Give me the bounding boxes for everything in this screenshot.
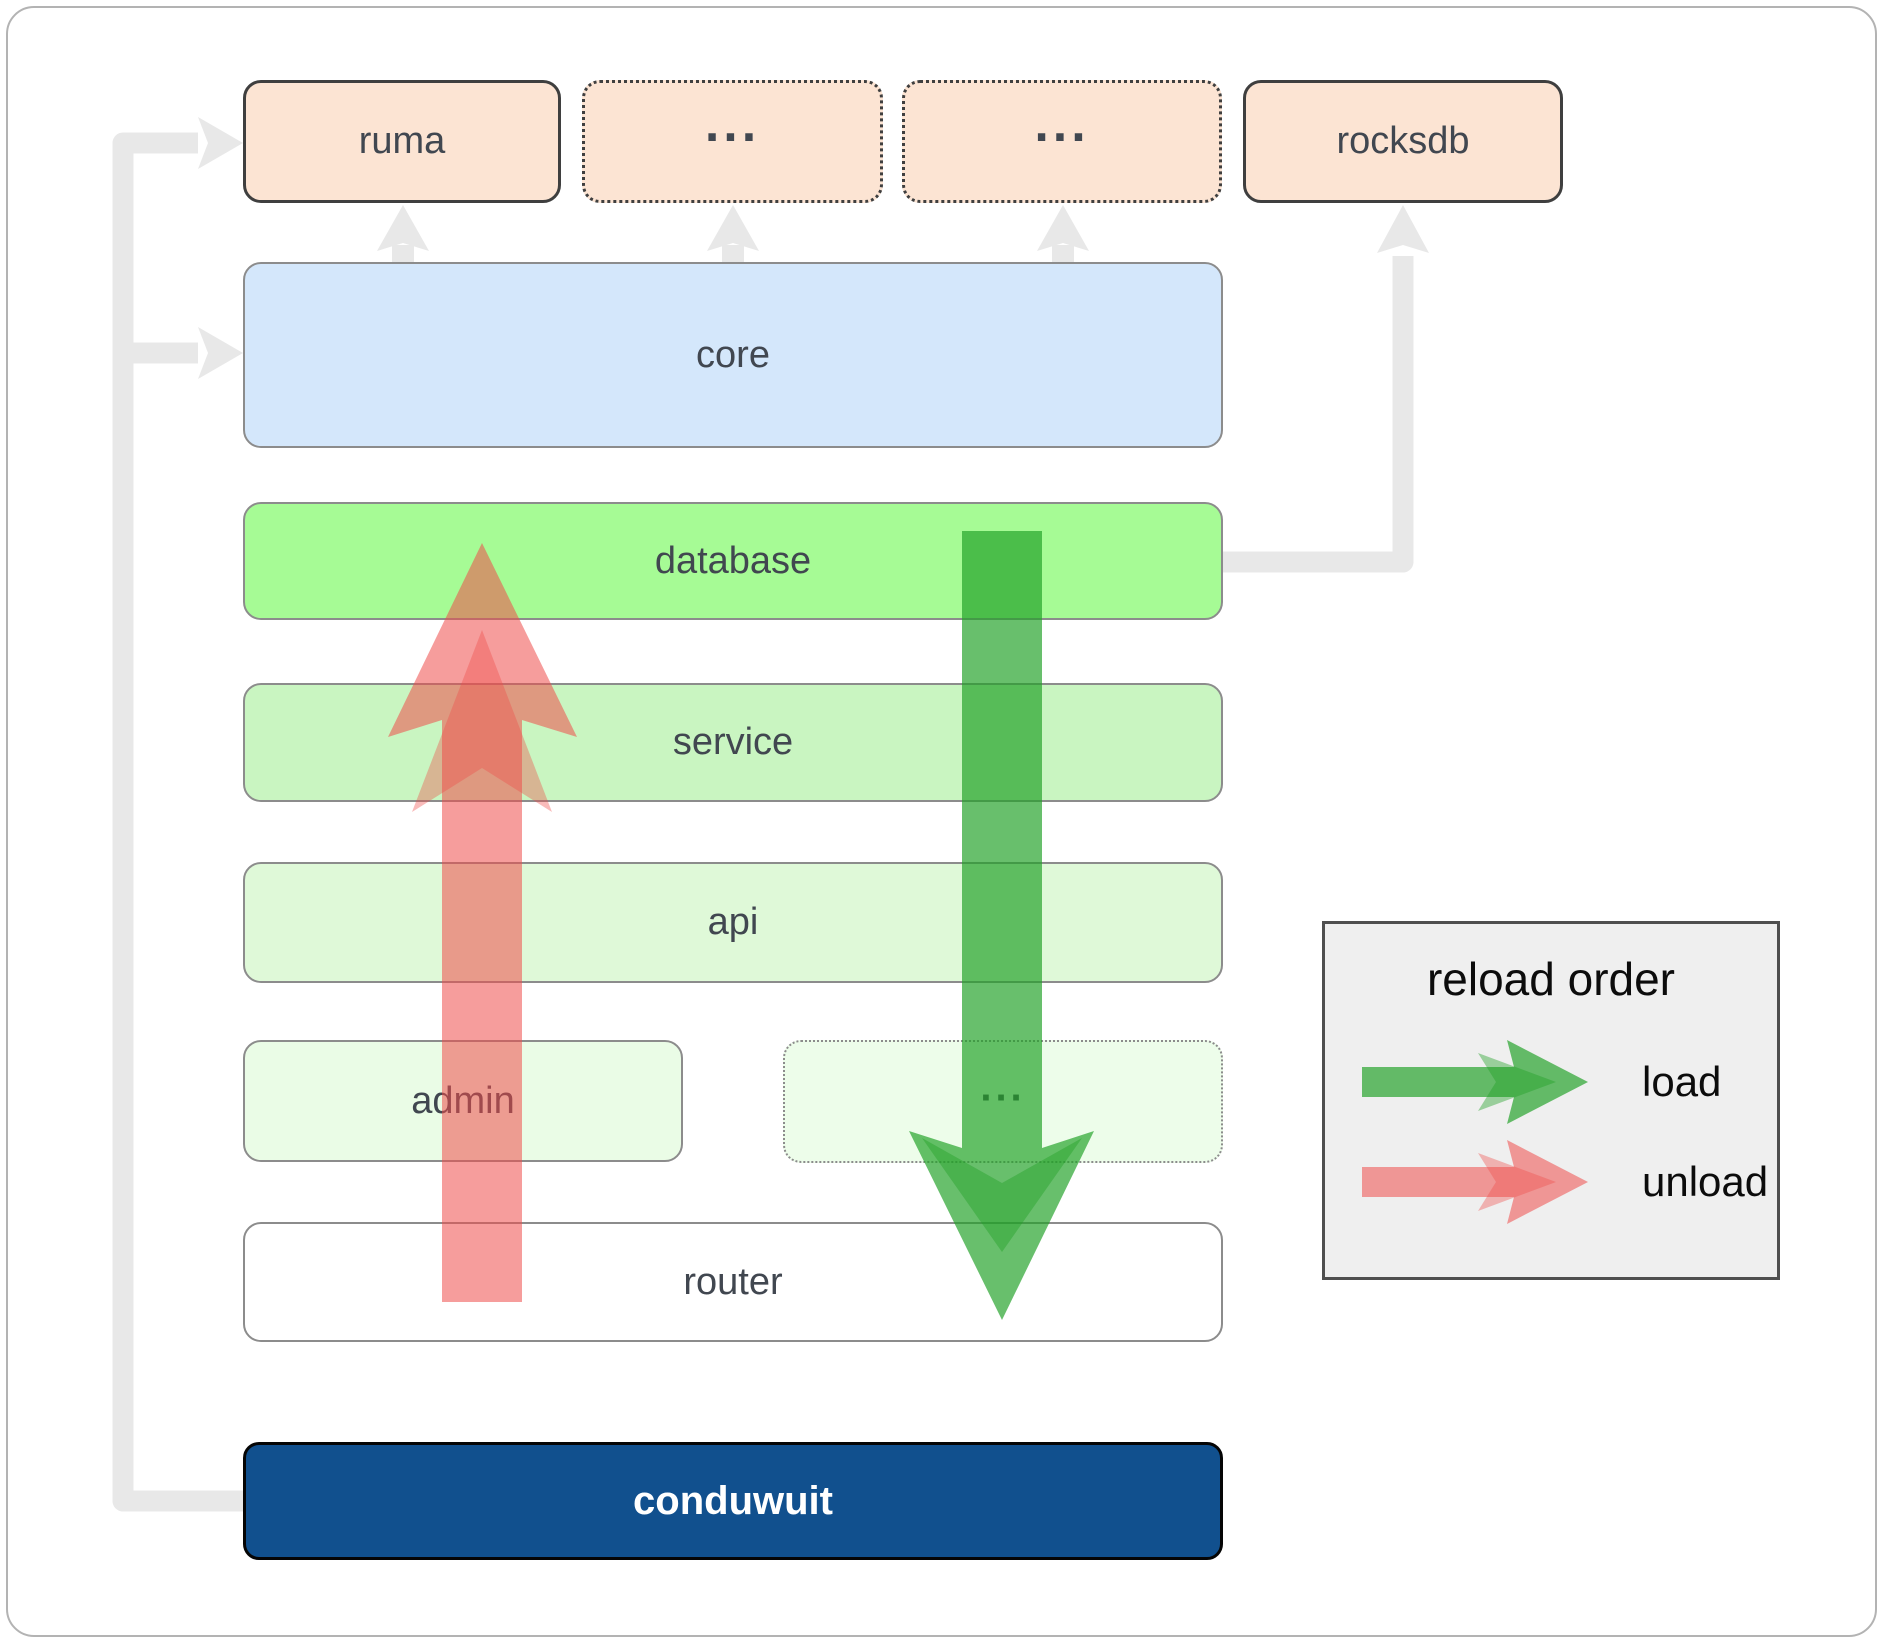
- box-rocksdb: rocksdb: [1243, 80, 1563, 203]
- box-service-label: service: [672, 721, 794, 763]
- legend-load-label: load: [1642, 1058, 1722, 1105]
- page-frame: [6, 6, 1877, 1637]
- box-ellipsis-3: ...: [783, 1040, 1223, 1163]
- box-router-label: router: [683, 1260, 783, 1303]
- box-database-label: database: [654, 539, 812, 582]
- box-admin: admin: [243, 1040, 683, 1162]
- box-core: core: [243, 262, 1223, 448]
- box-service: service: [243, 683, 1223, 802]
- box-conduwuit-label: conduwuit: [633, 1478, 833, 1523]
- box-admin-label: admin: [411, 1079, 515, 1122]
- box-api: api: [243, 862, 1223, 983]
- legend-title: reload order: [1426, 953, 1676, 1005]
- box-ellipsis-2: ...: [902, 80, 1222, 203]
- box-rocksdb-label: rocksdb: [1336, 120, 1470, 162]
- legend-unload-label: unload: [1642, 1158, 1769, 1205]
- box-core-label: core: [696, 333, 770, 376]
- box-router: router: [243, 1222, 1223, 1342]
- box-ellipsis-1-label: ...: [704, 94, 761, 153]
- box-ruma-label: ruma: [358, 120, 446, 162]
- box-ellipsis-2-label: ...: [1034, 94, 1090, 153]
- box-ruma: ruma: [243, 80, 561, 203]
- box-ellipsis-3-label: ...: [980, 1065, 1026, 1110]
- box-ellipsis-1: ...: [582, 80, 883, 203]
- box-database: database: [243, 502, 1223, 620]
- box-api-label: api: [707, 901, 759, 943]
- box-conduwuit: conduwuit: [243, 1442, 1223, 1560]
